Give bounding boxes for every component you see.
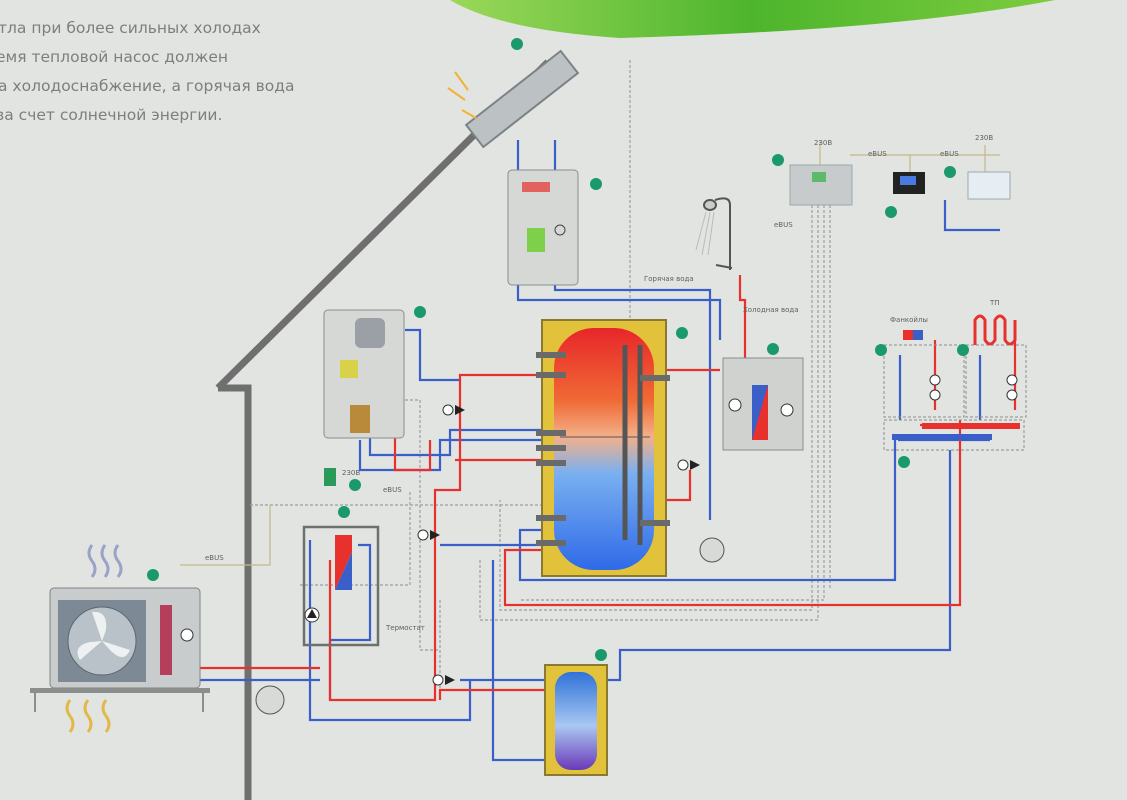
green-swoosh xyxy=(450,0,1055,38)
label-thermostat: Термостат xyxy=(385,624,425,632)
solar-station xyxy=(507,169,579,286)
manifold xyxy=(883,419,1025,451)
hot-water-station xyxy=(722,357,804,451)
component-marker xyxy=(147,38,969,661)
heat-waves-icon xyxy=(65,699,111,733)
label-cold-water: Холодная вода xyxy=(743,306,799,314)
label-ebus: eBUS xyxy=(868,150,887,158)
intro-line: тла при более сильных холодах xyxy=(0,19,261,37)
bus-wiring xyxy=(180,140,1000,566)
underfloor-coil-icon xyxy=(973,314,1017,346)
intro-line: за счет солнечной энергии. xyxy=(0,106,223,124)
three-way-valve xyxy=(417,404,700,686)
label-230v: 230В xyxy=(975,134,993,142)
system-controller xyxy=(789,164,853,206)
label-ebus: eBUS xyxy=(774,221,793,229)
label-fancoils: Фанкойлы xyxy=(890,316,928,324)
zone-pumps xyxy=(929,374,1018,401)
intro-paragraph: тла при более сильных холодах емя теплов… xyxy=(0,14,294,130)
heat-pump-indoor-unit xyxy=(323,309,405,486)
heat-waves-icon xyxy=(87,544,123,578)
expansion-vessel xyxy=(255,537,725,715)
room-unit xyxy=(967,171,1011,200)
label-hot-water: Горячая вода xyxy=(644,275,694,283)
label-ebus: eBUS xyxy=(205,554,224,562)
heat-exchanger-module xyxy=(302,525,380,647)
label-230v: 230В xyxy=(342,469,360,477)
solar-collector xyxy=(447,49,580,149)
buffer-tank xyxy=(544,664,608,776)
label-ebus: eBUS xyxy=(383,486,402,494)
control-display xyxy=(893,172,925,194)
label-underfloor: ТП xyxy=(989,299,1000,307)
fancoil-zone xyxy=(883,344,1027,418)
shower-icon xyxy=(695,197,733,270)
main-storage-tank xyxy=(536,319,670,577)
fancoil-icon xyxy=(903,330,923,340)
intro-line: емя тепловой насос должен xyxy=(0,48,229,66)
label-230v: 230В xyxy=(814,139,832,147)
label-ebus: eBUS xyxy=(940,150,959,158)
heat-pump-outdoor-unit xyxy=(30,587,210,712)
intro-line: а холодоснабжение, а горячая вода xyxy=(0,77,295,95)
